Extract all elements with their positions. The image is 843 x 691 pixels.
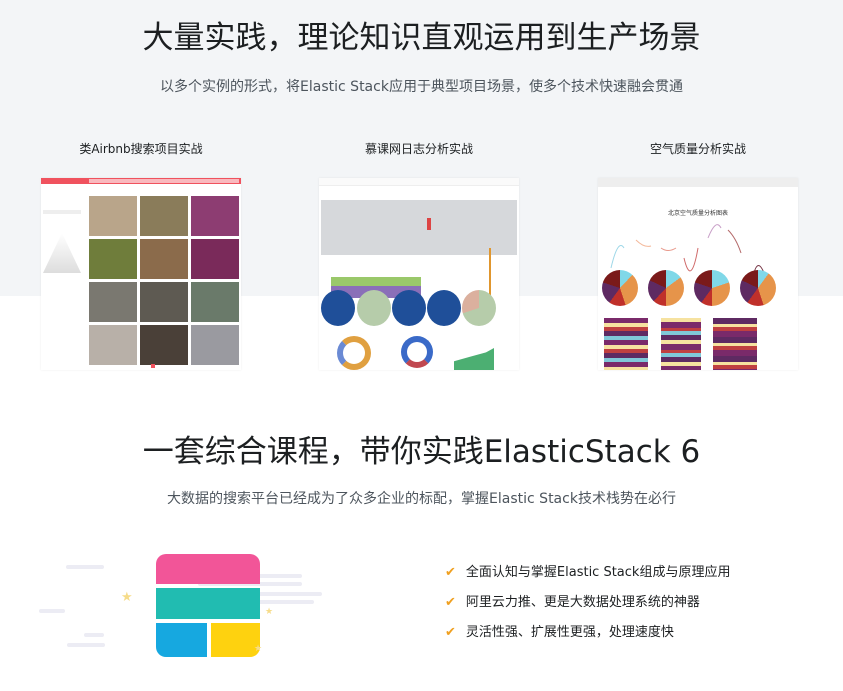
check-icon: ✔	[445, 565, 456, 580]
air-line-chart	[610, 224, 765, 274]
star-icon: ★	[254, 644, 263, 654]
star-icon: ★	[121, 590, 133, 605]
log-analysis-screenshot[interactable]	[319, 178, 519, 370]
airbnb-screenshot[interactable]	[41, 178, 241, 370]
section2-subtitle: 大数据的搜索平台已经成为了众多企业的标配，掌握Elastic Stack技术栈势…	[167, 491, 676, 507]
section1-title: 大量实践，理论知识直观运用到生产场景	[142, 20, 701, 56]
air-chart-title: 北京空气质量分析图表	[667, 210, 728, 217]
check-icon: ✔	[445, 595, 456, 610]
air-quality-screenshot[interactable]: 北京空气质量分析图表	[598, 178, 798, 370]
feature-item: ✔全面认知与掌握Elastic Stack组成与原理应用	[445, 565, 731, 580]
project-title-airbnb: 类Airbnb搜索项目实战	[79, 142, 203, 156]
check-icon: ✔	[445, 625, 456, 640]
feature-item: ✔阿里云力推、更是大数据处理系统的神器	[445, 595, 700, 610]
feature-item: ✔灵活性强、扩展性更强，处理速度快	[445, 625, 674, 640]
project-title-air: 空气质量分析实战	[649, 142, 746, 156]
section2-title: 一套综合课程，带你实践ElasticStack 6	[142, 434, 701, 470]
star-icon: ★	[265, 607, 274, 617]
project-title-log: 慕课网日志分析实战	[364, 142, 473, 156]
section1-subtitle: 以多个实例的形式，将Elastic Stack应用于典型项目场景，使多个技术快速…	[160, 79, 683, 95]
